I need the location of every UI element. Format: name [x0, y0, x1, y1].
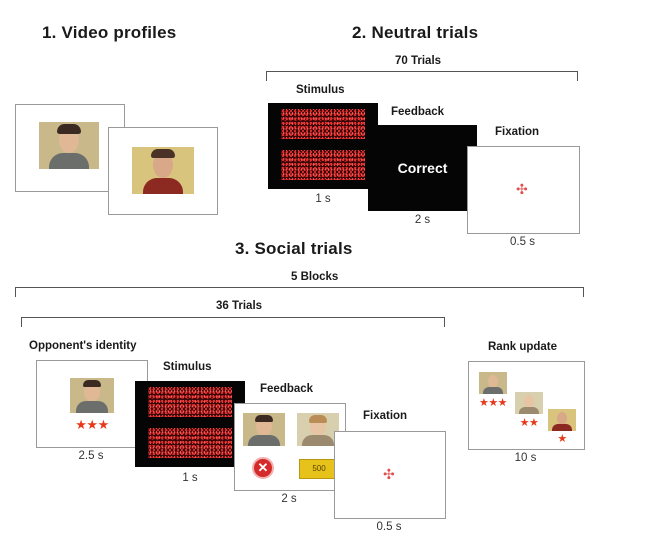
social-fixation-duration: 0.5 s: [376, 521, 402, 533]
money-token-icon: 500: [299, 459, 339, 479]
neutral-feedback-duration: 2 s: [414, 214, 431, 226]
noise-stimulus-bottom: [148, 428, 232, 458]
social-feedback-screen: ✕ 500: [234, 403, 346, 491]
social-blocks-count: 5 Blocks: [291, 271, 339, 283]
fixation-cross-icon: ✣: [516, 181, 528, 197]
opponent-face-image: [297, 413, 339, 446]
social-trials-bracket: [21, 317, 445, 327]
neutral-stimulus-screen: [268, 103, 378, 189]
social-blocks-bracket: [15, 287, 584, 297]
noise-stimulus-bottom: [281, 150, 365, 180]
social-fixation-label: Fixation: [363, 410, 408, 422]
video-profile-card-1: [15, 104, 125, 192]
neutral-trials-title: 2. Neutral trials: [352, 23, 479, 42]
rating-stars-icon: ★★★: [75, 417, 109, 432]
neutral-fixation-duration: 0.5 s: [510, 236, 535, 248]
rank-2-face-image: [515, 392, 543, 414]
social-stimulus-label: Stimulus: [163, 361, 212, 373]
rank-1-face-image: [479, 372, 507, 394]
neutral-trials-count: 70 Trials: [395, 55, 442, 67]
rank-update-label: Rank update: [488, 341, 558, 353]
social-stimulus-duration: 1 s: [182, 472, 198, 484]
neutral-fixation-screen: ✣: [467, 146, 580, 234]
social-trials-count: 36 Trials: [216, 300, 263, 312]
opponent-identity-duration: 2.5 s: [78, 450, 104, 462]
neutral-feedback-screen: Correct: [368, 125, 477, 211]
face-image: [70, 378, 114, 413]
noise-stimulus-top: [281, 109, 365, 139]
noise-stimulus-top: [148, 387, 232, 417]
neutral-fixation-label: Fixation: [495, 126, 540, 138]
wrong-answer-icon: ✕: [252, 457, 274, 479]
rank-2-stars-icon: ★★: [519, 417, 539, 429]
social-fixation-screen: ✣: [334, 431, 446, 519]
rank-3-stars-icon: ★: [557, 433, 567, 445]
feedback-correct-text: Correct: [397, 160, 448, 176]
rank-update-duration: 10 s: [514, 452, 537, 464]
rank-1-stars-icon: ★★★: [478, 397, 508, 409]
neutral-stimulus-duration: 1 s: [315, 193, 331, 205]
player-face-image: [243, 413, 285, 446]
opponent-identity-screen: ★★★: [36, 360, 148, 448]
rank-update-screen: ★★★ ★★ ★: [468, 361, 585, 450]
fixation-cross-icon: ✣: [383, 466, 395, 482]
neutral-feedback-label: Feedback: [391, 106, 445, 118]
video-profile-card-2: [108, 127, 218, 215]
neutral-stimulus-label: Stimulus: [296, 84, 345, 96]
video-profiles-title: 1. Video profiles: [42, 23, 177, 42]
opponent-identity-label: Opponent's identity: [29, 340, 137, 352]
face-image: [39, 122, 99, 169]
neutral-trials-bracket: [266, 71, 578, 81]
social-trials-title: 3. Social trials: [235, 239, 353, 258]
social-stimulus-screen: [135, 381, 245, 467]
social-feedback-duration: 2 s: [281, 493, 297, 505]
face-image: [132, 147, 194, 194]
rank-3-face-image: [548, 409, 576, 431]
social-feedback-label: Feedback: [260, 383, 314, 395]
